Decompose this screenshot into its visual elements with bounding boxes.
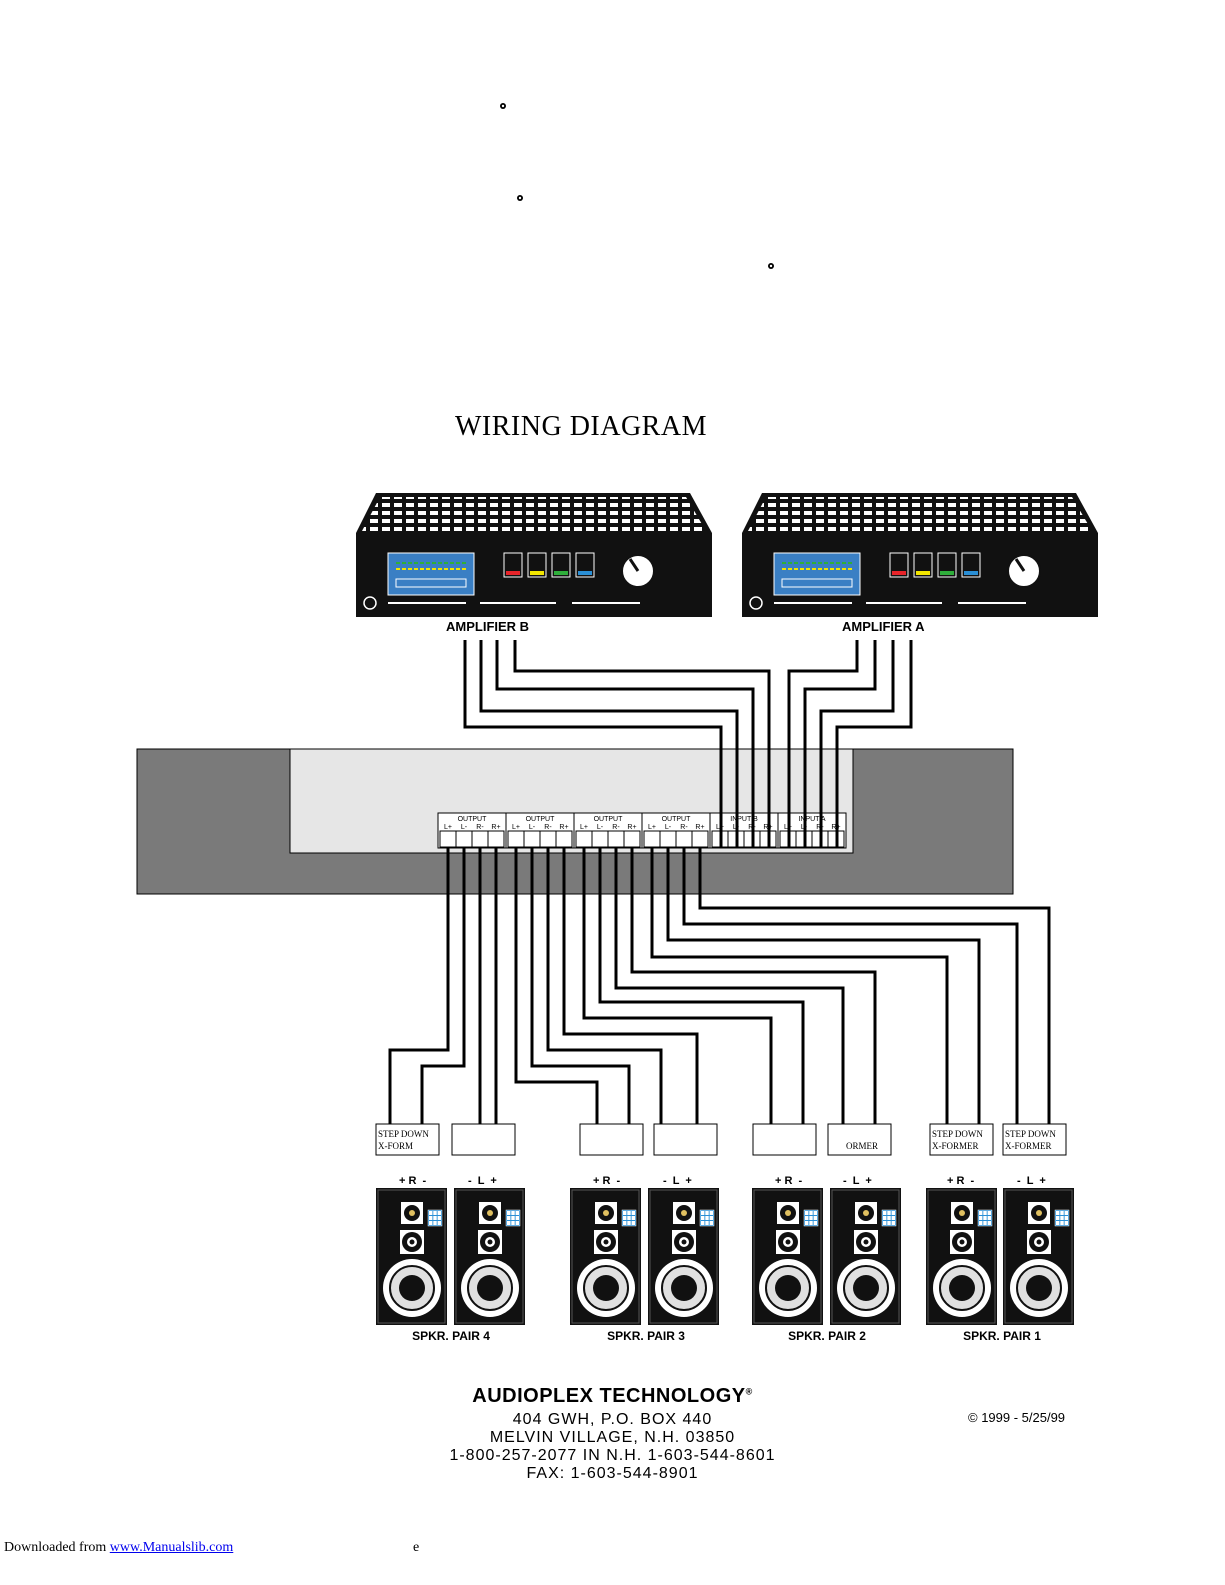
company-address-line2: MELVIN VILLAGE, N.H. 03850 — [489, 1429, 736, 1446]
speaker-cabinet — [752, 1188, 823, 1325]
polarity-right-3: + R - — [593, 1175, 621, 1187]
speaker-cabinet — [454, 1188, 525, 1325]
hub-unit: OUTPUT OUTPUT OUTPUT OUTPUT INPUT B INPU… — [136, 748, 1014, 895]
polarity-right-4: + R - — [399, 1175, 427, 1187]
company-address-line1: 404 GWH, P.O. BOX 440 — [512, 1411, 713, 1428]
polarity-right-1: + R - — [947, 1175, 975, 1187]
amplifier-b-label: AMPLIFIER B — [446, 619, 529, 634]
transformer-7-line1: STEP DOWN — [932, 1129, 983, 1139]
terminal-label: L- — [529, 824, 536, 831]
footer-download-note: Downloaded from www.Manualslib.com — [4, 1540, 233, 1556]
polarity-left-3: - L + — [663, 1175, 692, 1187]
terminal-label: R- — [476, 824, 484, 831]
transformer-7-line2: X-FORMER — [932, 1141, 979, 1151]
terminal-label: L- — [461, 824, 468, 831]
terminal-label: L+ — [444, 824, 452, 831]
company-phone: 1-800-257-2077 IN N.H. 1-603-544-8601 — [449, 1447, 776, 1464]
output-4-label: OUTPUT — [458, 816, 488, 823]
copyright-notice: © 1999 - 5/25/99 — [968, 1410, 1066, 1425]
speaker-pair-3-label: SPKR. PAIR 3 — [607, 1329, 685, 1343]
speaker-cabinet — [1003, 1188, 1074, 1325]
transformer-box-6 — [827, 1123, 892, 1156]
terminal-label: L- — [665, 824, 672, 831]
speakers — [376, 1188, 1074, 1325]
input-a-label: INPUT A — [798, 816, 825, 823]
transformer-box-1 — [375, 1123, 440, 1156]
transformer-box-7 — [929, 1123, 994, 1156]
speaker-cabinet — [830, 1188, 901, 1325]
terminal-label: R- — [680, 824, 688, 831]
polarity-right-2: + R - — [775, 1175, 803, 1187]
transformer-box-8 — [1002, 1123, 1067, 1156]
output-2-label: OUTPUT — [594, 816, 624, 823]
transformer-1-line1: STEP DOWN — [378, 1129, 429, 1139]
company-name-text: AUDIOPLEX TECHNOLOGY — [472, 1385, 746, 1407]
reg-mark-dots — [500, 103, 774, 269]
speaker-cabinet — [570, 1188, 641, 1325]
polarity-left-2: - L + — [843, 1175, 872, 1187]
amplifier-a — [742, 493, 1098, 617]
transformer-8-line2: X-FORMER — [1005, 1141, 1052, 1151]
polarity-left-1: - L + — [1017, 1175, 1046, 1187]
speaker-cabinet — [926, 1188, 997, 1325]
input-b-label: INPUT B — [730, 816, 758, 823]
transformer-box-2 — [451, 1123, 516, 1156]
amplifier-a-label: AMPLIFIER A — [842, 619, 925, 634]
terminal-label: R+ — [559, 824, 568, 831]
transformer-6-line2: ORMER — [846, 1141, 878, 1151]
speaker-pair-4-label: SPKR. PAIR 4 — [412, 1329, 490, 1343]
terminal-label: L+ — [648, 824, 656, 831]
transformer-box-3 — [579, 1123, 644, 1156]
transformer-box-4 — [653, 1123, 718, 1156]
page-title: WIRING DIAGRAM — [455, 411, 707, 442]
transformer-1-line2: X-FORM — [378, 1141, 413, 1151]
speaker-pair-1-label: SPKR. PAIR 1 — [963, 1329, 1041, 1343]
terminal-label: L- — [597, 824, 604, 831]
terminal-label: R+ — [627, 824, 636, 831]
polarity-left-4: - L + — [468, 1175, 497, 1187]
terminal-label: R- — [612, 824, 620, 831]
terminal-label: L+ — [512, 824, 520, 831]
footer-suffix: e — [413, 1540, 420, 1555]
registered-mark: ® — [745, 1386, 753, 1397]
transformer-box-5 — [752, 1123, 817, 1156]
transformer-boxes — [375, 1123, 1067, 1156]
manualslib-link[interactable]: www.Manualslib.com — [109, 1540, 234, 1555]
terminal-label: R+ — [695, 824, 704, 831]
output-3-label: OUTPUT — [526, 816, 556, 823]
speaker-cabinet — [376, 1188, 447, 1325]
speaker-pair-2-label: SPKR. PAIR 2 — [788, 1329, 866, 1343]
company-fax: FAX: 1-603-544-8901 — [526, 1465, 699, 1482]
wires — [388, 640, 1051, 1124]
speaker-cabinet — [648, 1188, 719, 1325]
company-name: AUDIOPLEX TECHNOLOGY® — [0, 1385, 1225, 1408]
terminal-label: R+ — [491, 824, 500, 831]
footer-prefix: Downloaded from — [4, 1540, 110, 1555]
output-1-label: OUTPUT — [662, 816, 692, 823]
terminal-label: R- — [544, 824, 552, 831]
amplifier-b — [356, 493, 712, 617]
transformer-8-line1: STEP DOWN — [1005, 1129, 1056, 1139]
terminal-label: L+ — [580, 824, 588, 831]
